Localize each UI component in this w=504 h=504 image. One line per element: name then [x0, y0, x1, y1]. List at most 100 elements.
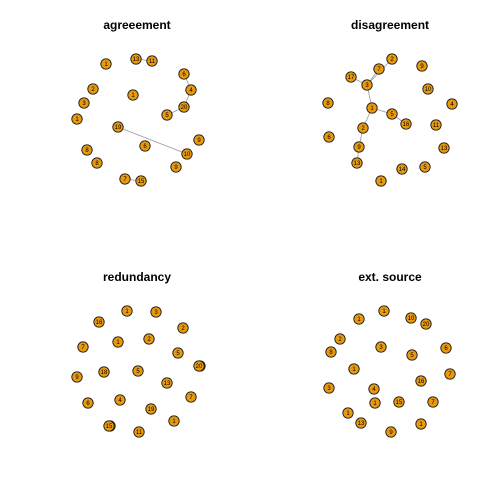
network-node [81, 144, 93, 156]
node-label: 5 [136, 369, 140, 375]
network-node [353, 141, 365, 153]
network-node [334, 333, 346, 345]
network-node [100, 58, 112, 70]
node-label: 15 [396, 400, 403, 406]
node-label: 1 [172, 419, 176, 425]
network-node [366, 102, 378, 114]
node-label: 1 [373, 401, 377, 407]
node-label: 4 [189, 88, 193, 94]
network-node [133, 426, 145, 438]
panel-redundancy: redundancy 16132127582018951376419101111… [71, 270, 206, 438]
node-label: 1 [116, 340, 120, 346]
node-label: 4 [450, 102, 454, 108]
network-node [427, 396, 439, 408]
node-label: 11 [433, 123, 440, 129]
network-node [77, 341, 89, 353]
network-node [353, 313, 365, 325]
network-node [400, 118, 412, 130]
network-node [178, 68, 190, 80]
network-node [71, 371, 83, 383]
network-node [323, 382, 335, 394]
node-label: 10 [408, 316, 415, 322]
node-label: 4 [372, 387, 376, 393]
network-node [82, 397, 94, 409]
node-label: 13 [354, 161, 361, 167]
node-label: 20 [196, 364, 203, 370]
network-node [375, 175, 387, 187]
panel-title-ext-source: ext. source [358, 270, 422, 284]
network-node [135, 175, 147, 187]
network-node [172, 347, 184, 359]
node-label: 1 [131, 93, 135, 99]
network-node [177, 322, 189, 334]
node-label: 6 [327, 135, 331, 141]
network-node [185, 391, 197, 403]
node-group: 161321275820189513764191011115 [71, 305, 206, 438]
node-label: 7 [123, 177, 127, 183]
network-node [93, 316, 105, 328]
network-node [438, 142, 450, 154]
node-label: 5 [176, 351, 180, 357]
network-node [161, 109, 173, 121]
network-node [127, 89, 139, 101]
network-node [130, 53, 142, 65]
network-node [323, 131, 335, 143]
network-node [351, 157, 363, 169]
node-label: 9 [389, 430, 393, 436]
network-node [386, 53, 398, 65]
network-node [375, 341, 387, 353]
node-label: 6 [444, 346, 448, 352]
node-label: 2 [91, 87, 95, 93]
node-label: 1 [382, 309, 386, 315]
network-node [419, 161, 431, 173]
node-label: 3 [379, 345, 383, 351]
network-node [430, 119, 442, 131]
node-label: 7 [189, 395, 193, 401]
network-node [345, 71, 357, 83]
node-label: 5 [390, 112, 394, 118]
node-label: 8 [95, 161, 99, 167]
node-label: 1 [125, 309, 129, 315]
node-label: 1 [75, 117, 79, 123]
network-node [119, 173, 131, 185]
network-node [71, 113, 83, 125]
network-node [161, 377, 173, 389]
network-node [368, 383, 380, 395]
node-label: 3 [365, 83, 369, 89]
node-label: 13 [441, 146, 448, 152]
network-node [415, 375, 427, 387]
node-label: 14 [399, 167, 406, 173]
network-node [112, 121, 124, 133]
network-node [422, 83, 434, 95]
node-label: 19 [115, 125, 122, 131]
network-node [112, 336, 124, 348]
node-label: 16 [403, 122, 410, 128]
node-label: 6 [182, 72, 186, 78]
node-label: 9 [357, 145, 361, 151]
network-node [420, 318, 432, 330]
network-node [369, 397, 381, 409]
node-label: 3 [82, 101, 86, 107]
network-node [416, 60, 428, 72]
node-label: 11 [136, 430, 143, 436]
network-node [378, 305, 390, 317]
node-label: 9 [420, 64, 424, 70]
network-node [322, 97, 334, 109]
node-label: 20 [181, 105, 188, 111]
network-node [385, 426, 397, 438]
panel-title-agreement: agreeement [103, 18, 170, 32]
node-label: 8 [329, 350, 333, 356]
network-node [396, 163, 408, 175]
node-label: 1 [352, 367, 356, 373]
network-node [325, 346, 337, 358]
node-label: 20 [423, 322, 430, 328]
network-node [446, 98, 458, 110]
network-node [405, 312, 417, 324]
panel-title-disagreement: disagreement [351, 18, 429, 32]
network-node [386, 108, 398, 120]
node-label: 2 [338, 337, 342, 343]
network-node [361, 79, 373, 91]
network-node [373, 63, 385, 75]
node-label: 15 [106, 424, 113, 430]
